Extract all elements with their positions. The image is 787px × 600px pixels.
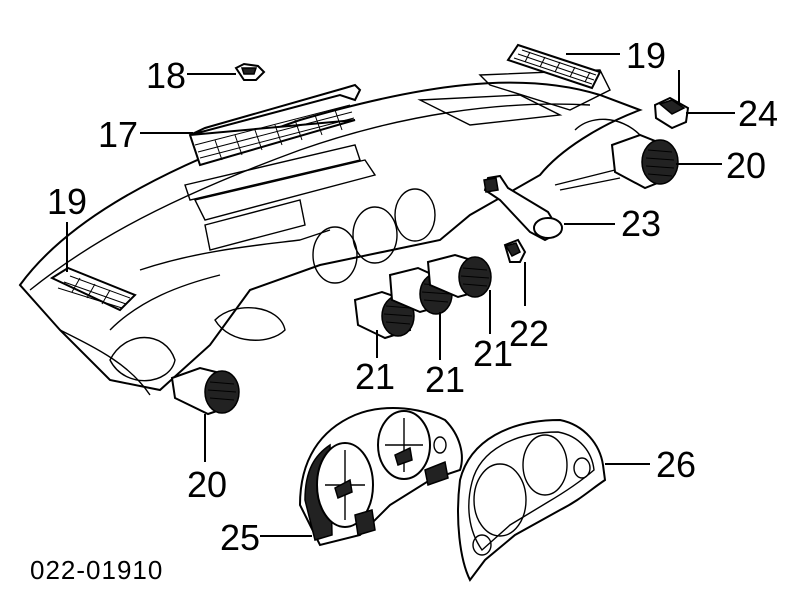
callout-26: 26 — [656, 444, 696, 485]
callout-20-left: 20 — [187, 464, 227, 505]
part-26-cluster-bezel — [457, 418, 607, 582]
part-19-right-speaker-grille — [506, 43, 602, 90]
callout-24: 24 — [738, 93, 778, 134]
dashboard-panel — [18, 69, 643, 396]
part-23-lighter — [483, 174, 563, 242]
callout-18: 18 — [146, 55, 186, 96]
part-24-sensor — [653, 70, 690, 130]
callout-17: 17 — [98, 114, 138, 155]
callout-21-a: 21 — [355, 356, 395, 397]
part-25-instrument-cluster — [298, 407, 463, 547]
part-20-left-vent — [170, 366, 240, 416]
part-19-left-speaker-grille — [49, 266, 137, 312]
part-17-defroster-grille — [188, 83, 362, 167]
callout-25: 25 — [220, 517, 260, 558]
part-22-knob — [503, 238, 527, 263]
callout-20-right: 20 — [726, 145, 766, 186]
diagram-code: 022-01910 — [30, 555, 163, 585]
callout-19-left: 19 — [47, 181, 87, 222]
part-20-right-vent — [574, 118, 679, 190]
part-18-clip — [234, 62, 266, 81]
callout-19-right: 19 — [626, 35, 666, 76]
callout-22: 22 — [509, 313, 549, 354]
callout-21-b: 21 — [425, 359, 465, 400]
callout-21-c: 21 — [473, 333, 513, 374]
part-21-center-vent-c — [426, 253, 492, 299]
callout-23: 23 — [621, 203, 661, 244]
